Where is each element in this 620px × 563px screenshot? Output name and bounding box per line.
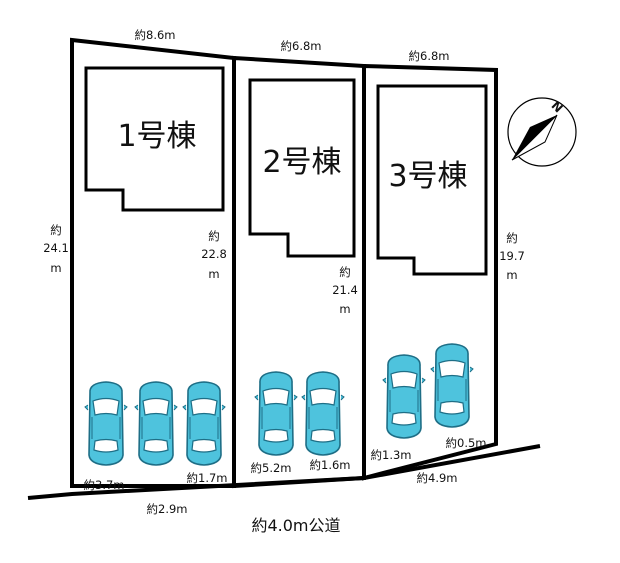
parking-car-6: [382, 354, 426, 439]
parking-car-7: [430, 343, 474, 428]
compass-n-label: N: [548, 98, 565, 115]
house-3-label: 3号棟: [388, 159, 467, 194]
dim-front-d: 約1.6m: [310, 458, 351, 472]
dim-top-lot2: 約6.8m: [281, 39, 322, 53]
dim-front-b: 約1.7m: [187, 471, 228, 485]
compass-north-icon: N: [507, 97, 577, 167]
parking-car-2: [134, 381, 178, 466]
svg-text:m: m: [208, 267, 219, 281]
svg-text:24.1: 24.1: [43, 241, 69, 255]
svg-text:19.7: 19.7: [499, 249, 525, 263]
svg-text:約: 約: [506, 231, 518, 245]
dim-bottom-lot1: 約2.9m: [147, 502, 188, 516]
svg-text:約: 約: [50, 223, 62, 237]
dim-top-lot1: 約8.6m: [135, 28, 176, 42]
dim-front-f: 約0.5m: [446, 436, 487, 450]
dim-top-lot3: 約6.8m: [409, 49, 450, 63]
parking-car-5: [301, 371, 345, 456]
svg-text:21.4: 21.4: [332, 283, 358, 297]
road-edge-line: [27, 444, 541, 500]
house-2-label: 2号棟: [262, 145, 341, 180]
dim-left-lot1: 約 24.1 m: [43, 223, 69, 275]
svg-text:約: 約: [208, 229, 220, 243]
house-2-footprint: [248, 78, 356, 258]
dim-bottom-lot3: 約4.9m: [417, 471, 458, 485]
house-1-footprint: [84, 66, 225, 212]
dim-right-lot3: 約 19.7 m: [499, 231, 525, 282]
dim-front-a: 約3.7m: [84, 478, 125, 492]
lot-3-boundary: [362, 63, 498, 481]
dim-front-c: 約5.2m: [251, 461, 292, 475]
house-3-footprint: [376, 84, 488, 276]
parking-car-1: [84, 381, 128, 466]
dim-inner-lot2: 約 21.4 m: [332, 265, 358, 316]
road-label: 約4.0m公道: [251, 516, 340, 535]
dim-front-e: 約1.3m: [371, 448, 412, 462]
svg-text:m: m: [339, 302, 350, 316]
dim-inner-lot1: 約 22.8 m: [201, 229, 227, 281]
svg-text:約: 約: [339, 265, 351, 279]
svg-text:m: m: [506, 268, 517, 282]
svg-text:m: m: [50, 261, 61, 275]
parking-car-4: [254, 371, 298, 456]
house-1-label: 1号棟: [117, 119, 196, 154]
svg-text:22.8: 22.8: [201, 247, 227, 261]
parking-car-3: [182, 381, 226, 466]
